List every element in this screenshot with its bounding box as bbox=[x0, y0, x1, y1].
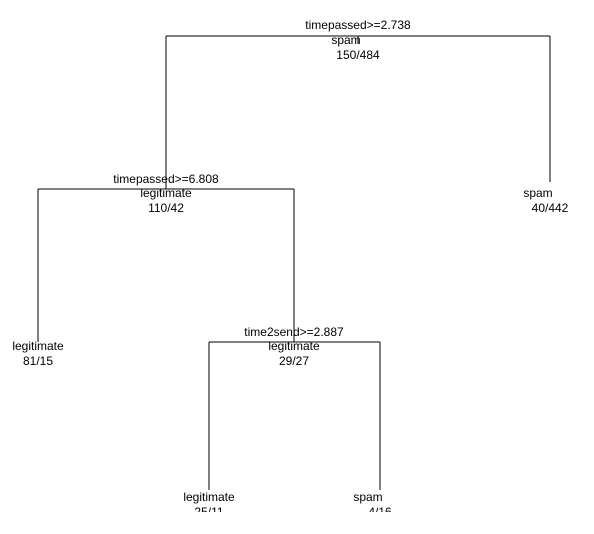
node-root-counts: 150/484 bbox=[336, 48, 380, 62]
node-root-split: timepassed>=2.738 bbox=[305, 18, 411, 32]
node-n2-counts: 110/42 bbox=[148, 201, 184, 215]
leaf-n4-counts: 81/15 bbox=[23, 354, 53, 368]
node-root: timepassed>=2.738 spam 150/484 bbox=[305, 18, 411, 62]
leaf-n3-counts: 40/442 bbox=[532, 201, 569, 215]
node-n5-class: legitimate bbox=[268, 339, 320, 353]
leaf-n10-class: legitimate bbox=[183, 490, 235, 504]
leaf-n4: legitimate 81/15 bbox=[12, 339, 64, 368]
node-n5: time2send>=2.887 legitimate 29/27 bbox=[244, 325, 344, 368]
leaf-n4-class: legitimate bbox=[12, 339, 64, 353]
leaf-n3: spam 40/442 bbox=[523, 186, 568, 215]
node-n2-split: timepassed>=6.808 bbox=[113, 172, 219, 186]
leaf-n3-class: spam bbox=[523, 186, 552, 200]
node-n5-counts: 29/27 bbox=[279, 354, 309, 368]
node-n2: timepassed>=6.808 legitimate 110/42 bbox=[113, 172, 219, 215]
node-n5-split: time2send>=2.887 bbox=[244, 325, 344, 339]
bottom-clip-band bbox=[0, 512, 594, 534]
node-n2-class: legitimate bbox=[140, 186, 192, 200]
node-root-class: spam bbox=[331, 33, 360, 47]
tree-branches bbox=[37, 35, 551, 490]
leaf-n11-class: spam bbox=[353, 490, 382, 504]
